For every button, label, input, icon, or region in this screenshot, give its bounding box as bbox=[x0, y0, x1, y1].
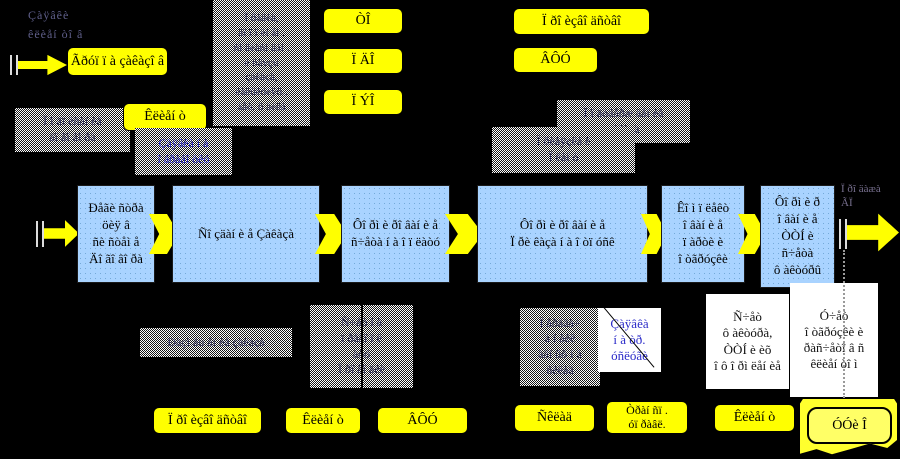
label-client-bottom-right-text: Êëèåí ò bbox=[733, 410, 776, 426]
flow-box-release-order-text: Ôî ðì è ðî âàí è å Ï ðè êàçà í à î òï óñ… bbox=[510, 217, 615, 249]
arrow-right-icon bbox=[18, 54, 67, 76]
uuio-scroll-shape: ÓÓè Î bbox=[800, 399, 897, 455]
label-production-top-text: Ï ðî èçâî äñòâî bbox=[542, 13, 621, 29]
label-sklad-bottom: Ñêëàä bbox=[514, 404, 595, 432]
label-pdo-text: Ï ÄÎ bbox=[351, 53, 375, 69]
flow-box-register-contract-text: Ðåãè ñòðà öèÿ â ñè ñòåì å Äî ãî âî ðà bbox=[88, 200, 144, 266]
transfer-docs-box: Ï åðåäà÷ à í àêë àäí ûõ í à ñêëàä bbox=[520, 308, 600, 386]
corner-note: Çàÿâêè êëèåí òî â bbox=[28, 8, 84, 42]
flow-box-create-order: Ñî çäàí è å Çàêàçà bbox=[172, 185, 320, 283]
label-peo: Ï ÝÎ bbox=[323, 89, 403, 115]
flow-box-payment-invoice-text: Ôî ðì è ðî âàí è å ñ÷åòà í à î ï ëàòó bbox=[350, 217, 441, 249]
label-client-bottom-right: Êëèåí ò bbox=[714, 404, 795, 432]
flow-box-ttn-invoice: Ôî ðì è ð î âàí è å ÒÒÍ è ñ÷åòà ô àêòóðû bbox=[760, 185, 835, 288]
flow-box-picking-text: Êî ì ï ëåêò î âàí è å ï àðòè è î òãðóçêè bbox=[676, 200, 730, 266]
transport-request-note: Çàÿâêà í à òð. óñëóãè bbox=[598, 307, 661, 372]
label-to-text: ÒÎ bbox=[355, 13, 371, 29]
connector-line bbox=[361, 305, 363, 388]
transport-request-link[interactable]: Çàÿâêà í à òð. óñëóãè bbox=[610, 315, 649, 364]
flow-box-payment-invoice: Ôî ðì è ðî âàí è å ñ÷åòà í à î ï ëàòó bbox=[341, 185, 450, 283]
edit-order-text: Ï ðàâêà, äî ï î ëí åí . ñî ãëàñî âàí . è… bbox=[233, 12, 290, 114]
label-uuio-text: ÓÓè Î bbox=[832, 417, 867, 433]
flow-box-ttn-invoice-text: Ôî ðì è ð î âàí è å ÒÒÍ è ñ÷åòà ô àêòóðû bbox=[773, 194, 822, 277]
label-vfu-bottom: ÂÔÓ bbox=[377, 407, 468, 434]
label-pdo: Ï ÄÎ bbox=[323, 48, 403, 74]
place-order-box: Ðàçì åù åí èå çàêàçà bbox=[140, 328, 292, 357]
edit-order-box: Ï ðàâêà, äî ï î ëí åí . ñî ãëàñî âàí . è… bbox=[213, 0, 310, 126]
flow-box-picking: Êî ì ï ëåêò î âàí è å ï àðòè è î òãðóçêè bbox=[661, 185, 745, 283]
plan-link-box: Ï ðèâÿçêà ê Ï ëàí ó bbox=[492, 127, 635, 173]
shipment-account-note: Ó÷åò î òãðóçêè è ðàñ÷åòî â ñ êëèåí òî ì bbox=[790, 283, 878, 397]
label-to: ÒÎ bbox=[323, 8, 403, 34]
label-client-bottom-left: Êëèåí ò bbox=[285, 407, 361, 434]
arrow-right-icon bbox=[44, 220, 79, 247]
label-vfu-bottom-text: ÂÔÓ bbox=[407, 412, 438, 428]
sign-contract-text: Ï î äï èñàí èå äî ãî âî ðà bbox=[43, 114, 102, 144]
sale-note: Ï ðî äàæà ÃÏ bbox=[841, 183, 881, 210]
double-bar-icon bbox=[10, 55, 18, 75]
label-client-top: Êëèåí ò bbox=[123, 103, 207, 131]
label-uuio: ÓÓè Î bbox=[807, 407, 892, 444]
shipment-account-text: Ó÷åò î òãðóçêè è ðàñ÷åòî â ñ êëèåí òî ì bbox=[803, 307, 865, 372]
label-transp-bottom: Òðàí ñï . óï ðàâë. bbox=[606, 401, 688, 434]
client-request-link[interactable]: Çàÿâêà í à î áðàáî òêó bbox=[157, 135, 210, 166]
invoice-ttn-text: Ñ÷åò ô àêòóðà, ÒÒÍ è èõ î ô î ðì ëåí èå bbox=[714, 309, 781, 373]
sign-contract-box: Ï î äï èñàí èå äî ãî âî ðà bbox=[15, 108, 130, 152]
label-peo-text: Ï ÝÎ bbox=[351, 94, 375, 110]
flow-box-register-contract: Ðåãè ñòðà öèÿ â ñè ñòåì å Äî ãî âî ðà bbox=[77, 185, 155, 283]
confirm-order-box: Ï î äòâåðæ äåí èå çàêàçà bbox=[557, 100, 690, 143]
double-bar-icon bbox=[839, 219, 847, 249]
place-order-text: Ðàçì åù åí èå çàêàçà bbox=[167, 334, 265, 349]
label-sklad-bottom-text: Ñêëàä bbox=[537, 410, 572, 426]
invoice-ttn-note: Ñ÷åò ô àêòóðà, ÒÒÍ è èõ î ô î ðì ëåí èå bbox=[706, 294, 790, 389]
label-production-top: Ï ðî èçâî äñòâî bbox=[513, 8, 650, 35]
label-client-top-text: Êëèåí ò bbox=[144, 109, 186, 125]
label-transp-bottom-text: Òðàí ñï . óï ðàâë. bbox=[626, 403, 668, 431]
connector-line-dotted bbox=[843, 250, 845, 398]
label-client-bottom-left-text: Êëèåí ò bbox=[302, 412, 344, 428]
flow-box-release-order: Ôî ðì è ðî âàí è å Ï ðè êàçà í à î òï óñ… bbox=[477, 185, 648, 283]
label-vfu-top: ÂÔÓ bbox=[513, 47, 598, 73]
label-group-orders: Ãðóï ï à çàêàçî â bbox=[67, 47, 168, 76]
client-request-box: Çàÿâêà í à î áðàáî òêó bbox=[135, 128, 232, 175]
transfer-docs-text: Ï åðåäà÷ à í àêë àäí ûõ í à ñêëàä bbox=[538, 315, 582, 377]
label-vfu-top-text: ÂÔÓ bbox=[540, 52, 571, 68]
plan-link-text: Ï ðèâÿçêà ê Ï ëàí ó bbox=[536, 134, 591, 164]
label-production-bottom-text: Ï ðî èçâî äñòâî bbox=[168, 412, 247, 428]
arrow-right-icon bbox=[847, 213, 899, 252]
label-production-bottom: Ï ðî èçâî äñòâî bbox=[153, 407, 262, 434]
double-bar-icon bbox=[36, 221, 44, 247]
connector-line bbox=[361, 286, 362, 400]
label-group-orders-text: Ãðóï ï à çàêàçî â bbox=[70, 53, 165, 69]
flow-box-create-order-text: Ñî çäàí è å Çàêàçà bbox=[198, 225, 294, 241]
